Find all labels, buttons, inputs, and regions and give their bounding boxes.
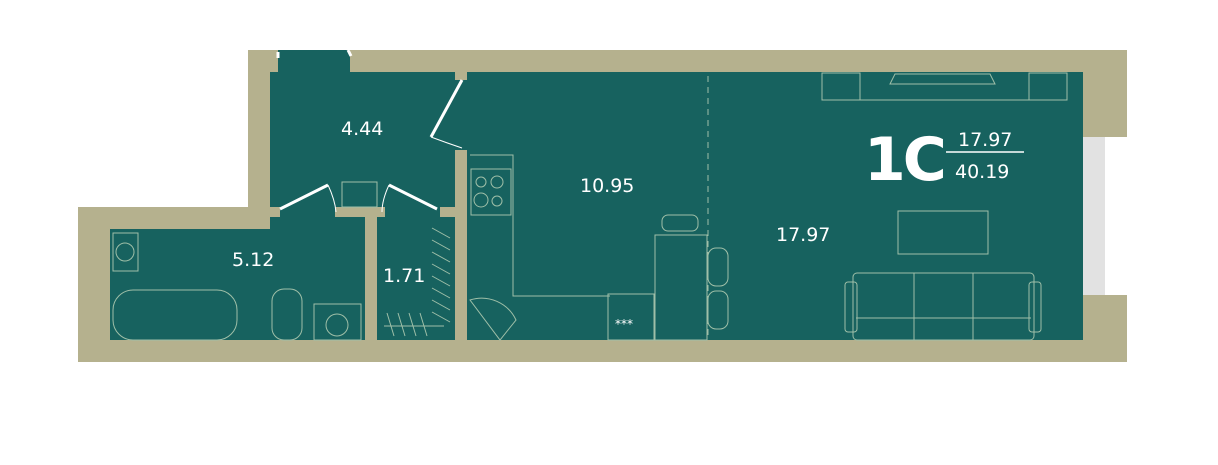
room-area-kitchen: 10.95 bbox=[580, 175, 634, 197]
room-area-living: 17.97 bbox=[776, 224, 830, 246]
stove-marks: *** bbox=[615, 317, 633, 331]
tv-icon bbox=[889, 73, 996, 85]
total-area: 40.19 bbox=[955, 161, 1009, 183]
oven-icon bbox=[607, 293, 655, 341]
bathtub-icon bbox=[112, 289, 238, 341]
room-closet bbox=[377, 217, 455, 340]
room-hall bbox=[270, 50, 455, 207]
window bbox=[1083, 137, 1105, 295]
kitchen-sink-icon bbox=[469, 297, 517, 341]
table-icon bbox=[654, 234, 708, 341]
apartment-type: 1С bbox=[864, 125, 944, 195]
living-area: 17.97 bbox=[958, 129, 1012, 151]
hob-icon bbox=[470, 168, 512, 216]
washer-icon bbox=[313, 303, 362, 341]
room-area-hall: 4.44 bbox=[341, 118, 383, 140]
toilet-icon bbox=[271, 288, 303, 341]
sink-icon bbox=[112, 232, 139, 272]
room-kitchen-living bbox=[467, 72, 1083, 340]
sofa-icon bbox=[852, 272, 1035, 341]
room-bathroom bbox=[110, 217, 365, 340]
furniture bbox=[112, 72, 1068, 341]
room-area-closet: 1.71 bbox=[383, 265, 425, 287]
coffee-table-icon bbox=[897, 210, 989, 255]
doors bbox=[276, 49, 464, 213]
room-area-bathroom: 5.12 bbox=[232, 249, 274, 271]
